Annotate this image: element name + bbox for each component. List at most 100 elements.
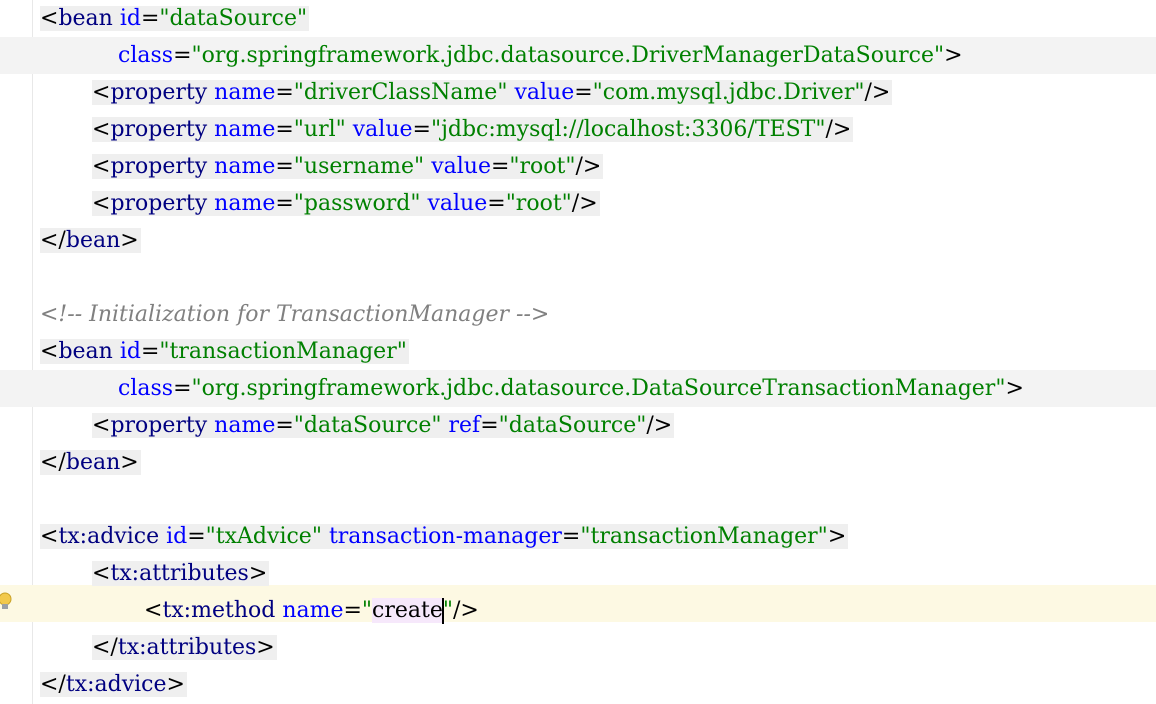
code-token: >	[827, 524, 847, 549]
code-token: >	[120, 228, 139, 253]
code-token: class	[118, 376, 174, 401]
code-token: tx:advice	[58, 524, 167, 549]
code-token: <	[92, 80, 111, 105]
code-token: value	[514, 80, 575, 105]
code-line[interactable]: <tx:attributes>	[92, 555, 270, 592]
code-line-text: <property name="password" value="root"/>	[92, 191, 600, 216]
code-token: >	[120, 450, 139, 475]
code-token: <	[40, 339, 59, 364]
code-token: =	[187, 524, 206, 549]
code-token: <	[40, 524, 59, 549]
code-line[interactable]: </tx:attributes>	[92, 629, 277, 666]
code-line[interactable]: <bean id="transactionManager"	[40, 333, 409, 370]
code-token: id	[119, 339, 141, 364]
code-token: >	[944, 43, 963, 68]
code-token: "	[442, 598, 454, 623]
code-line-text: </tx:advice>	[40, 672, 187, 697]
code-line-text: <property name="url" value="jdbc:mysql:/…	[92, 117, 854, 142]
code-token: =	[343, 598, 362, 623]
code-token: >	[256, 635, 275, 660]
code-line[interactable]: <property name="driverClassName" value="…	[92, 74, 893, 111]
code-token: =	[490, 154, 510, 179]
code-line-text	[40, 265, 42, 290]
code-token: </	[40, 228, 66, 253]
caret-line-highlight	[0, 585, 1156, 622]
code-token: tx:method	[162, 598, 283, 623]
code-line[interactable]: </bean>	[40, 222, 141, 259]
code-token: property	[110, 191, 215, 216]
code-token: />	[575, 154, 602, 179]
code-token: "jdbc:mysql://localhost:3306/TEST"	[430, 117, 826, 142]
code-token: />	[646, 413, 673, 438]
code-token: =	[275, 191, 294, 216]
code-line[interactable]: <tx:advice id="txAdvice" transaction-man…	[40, 518, 849, 555]
code-line[interactable]: <property name="url" value="jdbc:mysql:/…	[92, 111, 854, 148]
code-token: =	[487, 191, 506, 216]
code-token: />	[864, 80, 891, 105]
text-caret	[441, 598, 444, 624]
code-token: "password"	[293, 191, 428, 216]
code-token: <	[92, 413, 111, 438]
code-line-text: <bean id="transactionManager"	[40, 339, 409, 364]
code-line-text: class="org.springframework.jdbc.datasour…	[118, 43, 965, 68]
code-token: =	[574, 80, 593, 105]
code-line[interactable]: class="org.springframework.jdbc.datasour…	[118, 370, 1026, 407]
code-token: transaction-manager	[328, 524, 562, 549]
code-token: bean	[65, 228, 121, 253]
code-token: ref	[448, 413, 481, 438]
code-token: />	[453, 598, 479, 623]
line-highlight	[0, 370, 1156, 407]
code-line-text: <tx:method name="create"/>	[144, 598, 481, 624]
lightbulb-icon[interactable]	[0, 592, 12, 612]
code-line[interactable]	[40, 481, 42, 518]
code-token: <	[40, 6, 59, 31]
code-token: name	[214, 154, 276, 179]
code-line[interactable]: </bean>	[40, 444, 141, 481]
code-line[interactable]: class="org.springframework.jdbc.datasour…	[118, 37, 965, 74]
code-token: id	[166, 524, 188, 549]
code-token: =	[275, 413, 294, 438]
code-token: "com.mysql.jdbc.Driver"	[592, 80, 865, 105]
code-token: =	[275, 117, 294, 142]
code-line[interactable]: <bean id="dataSource"	[40, 0, 310, 37]
code-token: "org.springframework.jdbc.datasource.Dri…	[191, 43, 945, 68]
code-token: "username"	[293, 154, 432, 179]
code-token: id	[119, 6, 141, 31]
code-token: =	[140, 339, 160, 364]
code-line[interactable]: <property name="username" value="root"/>	[92, 148, 604, 185]
code-token: bean	[65, 450, 121, 475]
code-token: bean	[58, 6, 120, 31]
code-token: =	[561, 524, 581, 549]
code-token: >	[248, 561, 268, 586]
code-token: <!-- Initialization for TransactionManag…	[40, 302, 550, 327]
code-line[interactable]: <tx:method name="create"/>	[144, 592, 481, 629]
code-line[interactable]: <property name="dataSource" ref="dataSou…	[92, 407, 675, 444]
code-line-text: <!-- Initialization for TransactionManag…	[40, 302, 551, 327]
code-token: create	[372, 598, 443, 623]
code-line[interactable]: </tx:advice>	[40, 666, 187, 703]
code-token: name	[214, 117, 276, 142]
code-line-text	[40, 487, 42, 512]
code-token: >	[1005, 376, 1024, 401]
code-token: =	[275, 80, 294, 105]
code-line[interactable]: <!-- Initialization for TransactionManag…	[40, 296, 551, 333]
code-token: property	[110, 413, 215, 438]
code-line-text: <property name="username" value="root"/>	[92, 154, 604, 179]
code-line-text: <tx:advice id="txAdvice" transaction-man…	[40, 524, 849, 549]
code-token: "dataSource"	[159, 6, 308, 31]
code-line-text: <bean id="dataSource"	[40, 6, 310, 31]
code-line-text: </bean>	[40, 228, 141, 253]
code-token: "dataSource"	[293, 413, 449, 438]
code-token: bean	[58, 339, 120, 364]
code-token: =	[412, 117, 431, 142]
code-token: name	[214, 191, 276, 216]
code-token: tx:advice	[65, 672, 167, 697]
code-line[interactable]	[40, 259, 42, 296]
code-token: <	[92, 117, 111, 142]
code-token: "	[361, 598, 373, 623]
code-line-text: <property name="driverClassName" value="…	[92, 80, 893, 105]
code-token: value	[427, 191, 488, 216]
code-token: property	[110, 117, 215, 142]
code-line[interactable]: <property name="password" value="root"/>	[92, 185, 600, 222]
code-token: =	[275, 154, 294, 179]
